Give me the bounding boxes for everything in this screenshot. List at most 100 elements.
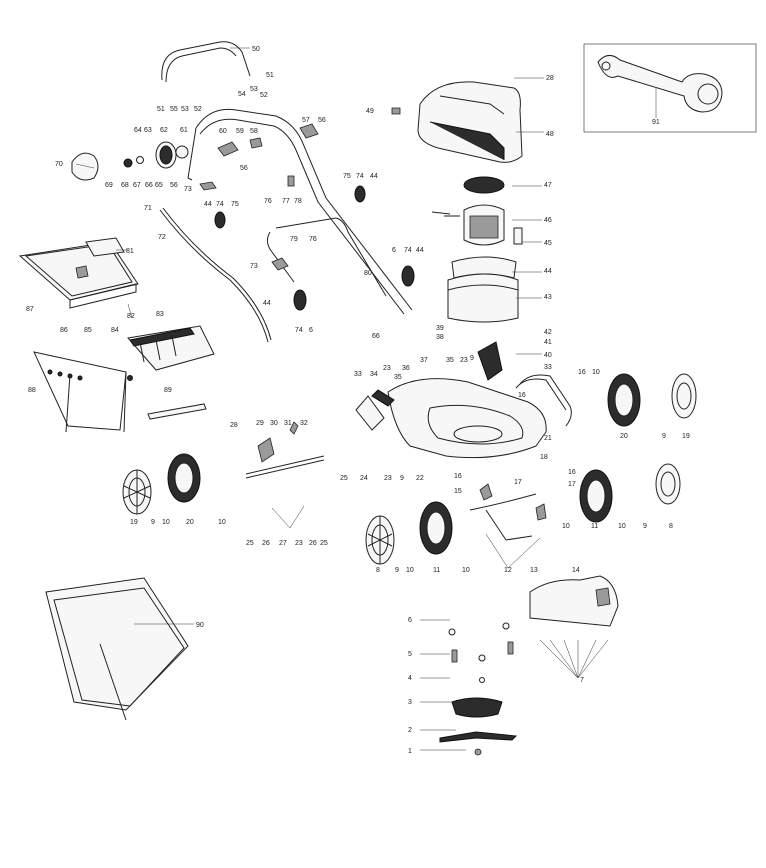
callout-label: 70 <box>55 161 63 168</box>
callout-label: 58 <box>250 128 258 135</box>
callout-label: 53 <box>181 106 189 113</box>
callout-label: 19 <box>682 433 690 440</box>
callout-label: 42 <box>544 329 552 336</box>
callout-label: 65 <box>155 182 163 189</box>
callout-label: 9 <box>400 475 404 482</box>
callout-label: 16 <box>518 392 526 399</box>
callout-label: 10 <box>406 567 414 574</box>
callout-label: 90 <box>196 622 204 629</box>
callout-label: 26 <box>309 540 317 547</box>
callout-label: 10 <box>562 523 570 530</box>
callout-label: 31 <box>284 420 292 427</box>
callout-label: 82 <box>127 313 135 320</box>
callout-label: 41 <box>544 339 552 346</box>
callout-label: 18 <box>540 454 548 461</box>
callout-label: 49 <box>366 108 374 115</box>
callout-label: 67 <box>133 182 141 189</box>
callout-label: 6 <box>392 247 396 254</box>
grass-box-lid <box>18 237 139 309</box>
mower-deck <box>355 341 547 459</box>
switch-box-parts <box>71 141 189 181</box>
callout-label: 44 <box>263 300 271 307</box>
callout-label: 86 <box>60 327 68 334</box>
callout-label: 62 <box>160 127 168 134</box>
callout-label: 55 <box>170 106 178 113</box>
callout-label: 44 <box>370 173 378 180</box>
grass-box-frame <box>33 351 133 433</box>
callout-label: 26 <box>262 540 270 547</box>
callout-label: 89 <box>164 387 172 394</box>
motor-cover <box>391 81 523 163</box>
callout-label: 21 <box>544 435 552 442</box>
callout-label: 54 <box>238 91 246 98</box>
callout-label: 15 <box>454 488 462 495</box>
callout-label: 28 <box>230 422 238 429</box>
callout-label: 76 <box>309 236 317 243</box>
callout-label: 30 <box>270 420 278 427</box>
callout-label: 4 <box>408 675 412 682</box>
callout-label: 68 <box>121 182 129 189</box>
callout-label: 51 <box>157 106 165 113</box>
callout-label: 69 <box>105 182 113 189</box>
handle-bar-89 <box>147 403 207 420</box>
callout-label: 59 <box>236 128 244 135</box>
callout-label: 8 <box>669 523 673 530</box>
callout-label: 20 <box>620 433 628 440</box>
callout-label: 79 <box>290 236 298 243</box>
callout-label: 25 <box>340 475 348 482</box>
callout-label: 61 <box>180 127 188 134</box>
callout-label: 16 <box>454 473 462 480</box>
callout-label: 28 <box>546 75 554 82</box>
handle-upper-and-controls <box>159 41 413 343</box>
callout-label: 63 <box>144 127 152 134</box>
callout-label: 72 <box>158 234 166 241</box>
callout-label: 36 <box>402 365 410 372</box>
callout-label: 60 <box>219 128 227 135</box>
callout-label: 12 <box>504 567 512 574</box>
callout-label: 45 <box>544 240 552 247</box>
callout-label: 73 <box>184 186 192 193</box>
motor-housing <box>447 256 519 323</box>
callout-label: 50 <box>252 46 260 53</box>
callout-label: 80 <box>364 270 372 277</box>
callout-label: 44 <box>544 268 552 275</box>
callout-label: 71 <box>144 205 152 212</box>
callout-label: 13 <box>530 567 538 574</box>
grass-box-cover <box>127 325 215 371</box>
callout-label: 9 <box>470 355 474 362</box>
wheels <box>122 185 697 565</box>
callout-label: 20 <box>186 519 194 526</box>
callout-label: 56 <box>170 182 178 189</box>
callout-label: 66 <box>145 182 153 189</box>
callout-label: 2 <box>408 727 412 734</box>
callout-label: 5 <box>408 651 412 658</box>
callout-label: 73 <box>250 263 258 270</box>
callout-label: 10 <box>218 519 226 526</box>
callout-label: 40 <box>544 352 552 359</box>
callout-label: 74 <box>216 201 224 208</box>
callout-label: 87 <box>26 306 34 313</box>
callout-label: 51 <box>266 72 274 79</box>
callout-label: 47 <box>544 182 552 189</box>
callout-label: 37 <box>420 357 428 364</box>
callout-label: 74 <box>404 247 412 254</box>
callout-label: 25 <box>320 540 328 547</box>
callout-label: 23 <box>460 357 468 364</box>
callout-label: 29 <box>256 420 264 427</box>
rear-axle-and-flap <box>245 374 572 479</box>
callout-label: 52 <box>260 92 268 99</box>
callout-label: 88 <box>28 387 36 394</box>
callout-label: 9 <box>662 433 666 440</box>
wrench-inset <box>583 43 757 133</box>
callout-label: 9 <box>395 567 399 574</box>
callout-label: 35 <box>394 374 402 381</box>
callout-label: 33 <box>354 371 362 378</box>
callout-label: 10 <box>162 519 170 526</box>
callout-label: 6 <box>408 617 412 624</box>
callout-labels: 50 51 52 53 54 55 51 53 52 28 49 48 91 6… <box>26 46 690 755</box>
callout-label: 76 <box>264 198 272 205</box>
callout-label: 11 <box>591 523 598 530</box>
callout-label: 24 <box>360 475 368 482</box>
callout-label: 17 <box>568 481 576 488</box>
callout-label: 9 <box>151 519 155 526</box>
